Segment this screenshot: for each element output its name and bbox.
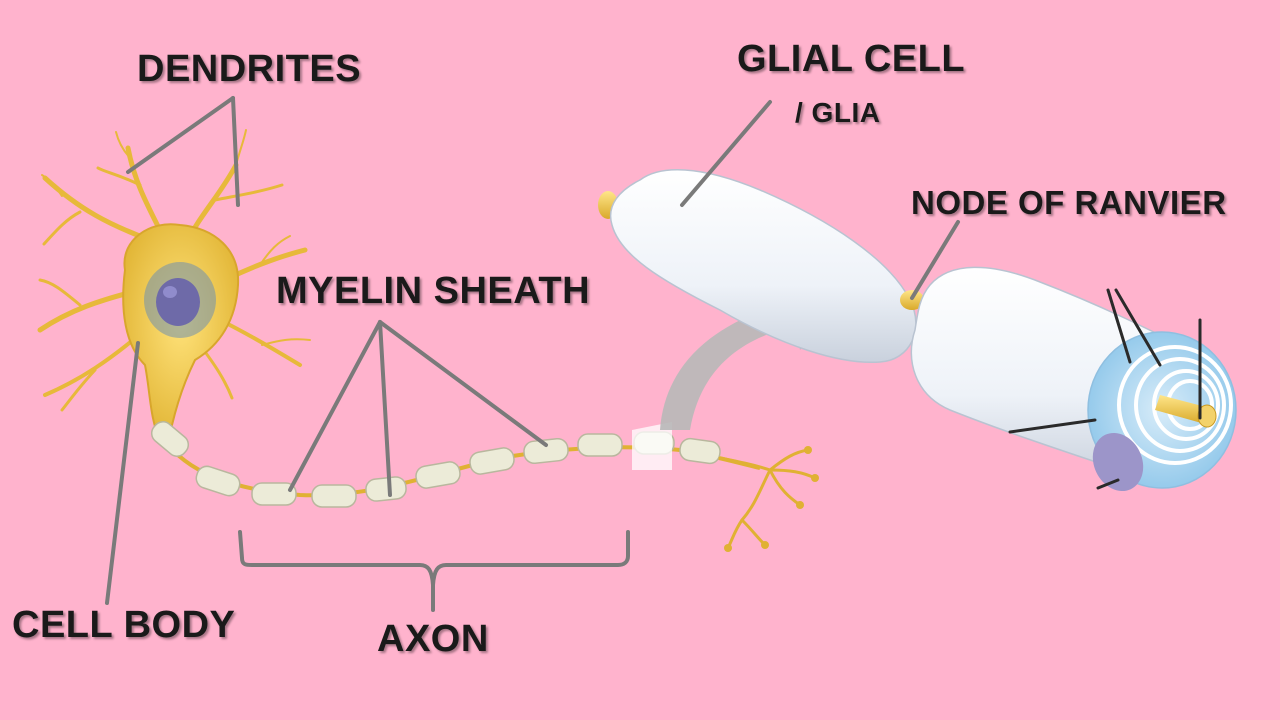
leader-lines (105, 96, 960, 612)
label-dendrites: DENDRITES (137, 48, 362, 90)
dendrites-leader-1 (126, 96, 235, 174)
cell-body-leader (105, 341, 140, 605)
label-glial-cell: GLIAL CELL (737, 38, 966, 80)
glial-leader (680, 100, 772, 207)
myelin-leader-3 (378, 320, 548, 447)
label-myelin-sheath: MYELIN SHEATH (276, 270, 591, 312)
cross-section-leaders (1008, 288, 1202, 490)
label-glia: / GLIA (795, 97, 881, 128)
zoom-indicator (632, 422, 672, 470)
dendrites-leader-2 (231, 96, 240, 207)
label-axon: AXON (377, 618, 489, 660)
terminal-buttons (724, 446, 819, 552)
axon-core-end (1155, 395, 1217, 428)
node-leader (910, 220, 960, 300)
label-cell-body: CELL BODY (12, 604, 236, 646)
nucleus (156, 278, 200, 326)
neuron (37, 129, 819, 552)
myelin-segments (150, 421, 721, 508)
glial-nucleus (1092, 432, 1144, 492)
axon-terminals (718, 448, 817, 550)
myelin-sheath-segment-1 (609, 169, 917, 364)
label-node-of-ranvier: NODE OF RANVIER (911, 184, 1227, 221)
nucleolus (163, 286, 177, 298)
myelin-leader-1 (288, 320, 382, 492)
myelin-leader-2 (378, 320, 392, 497)
axon-brace (238, 530, 630, 586)
